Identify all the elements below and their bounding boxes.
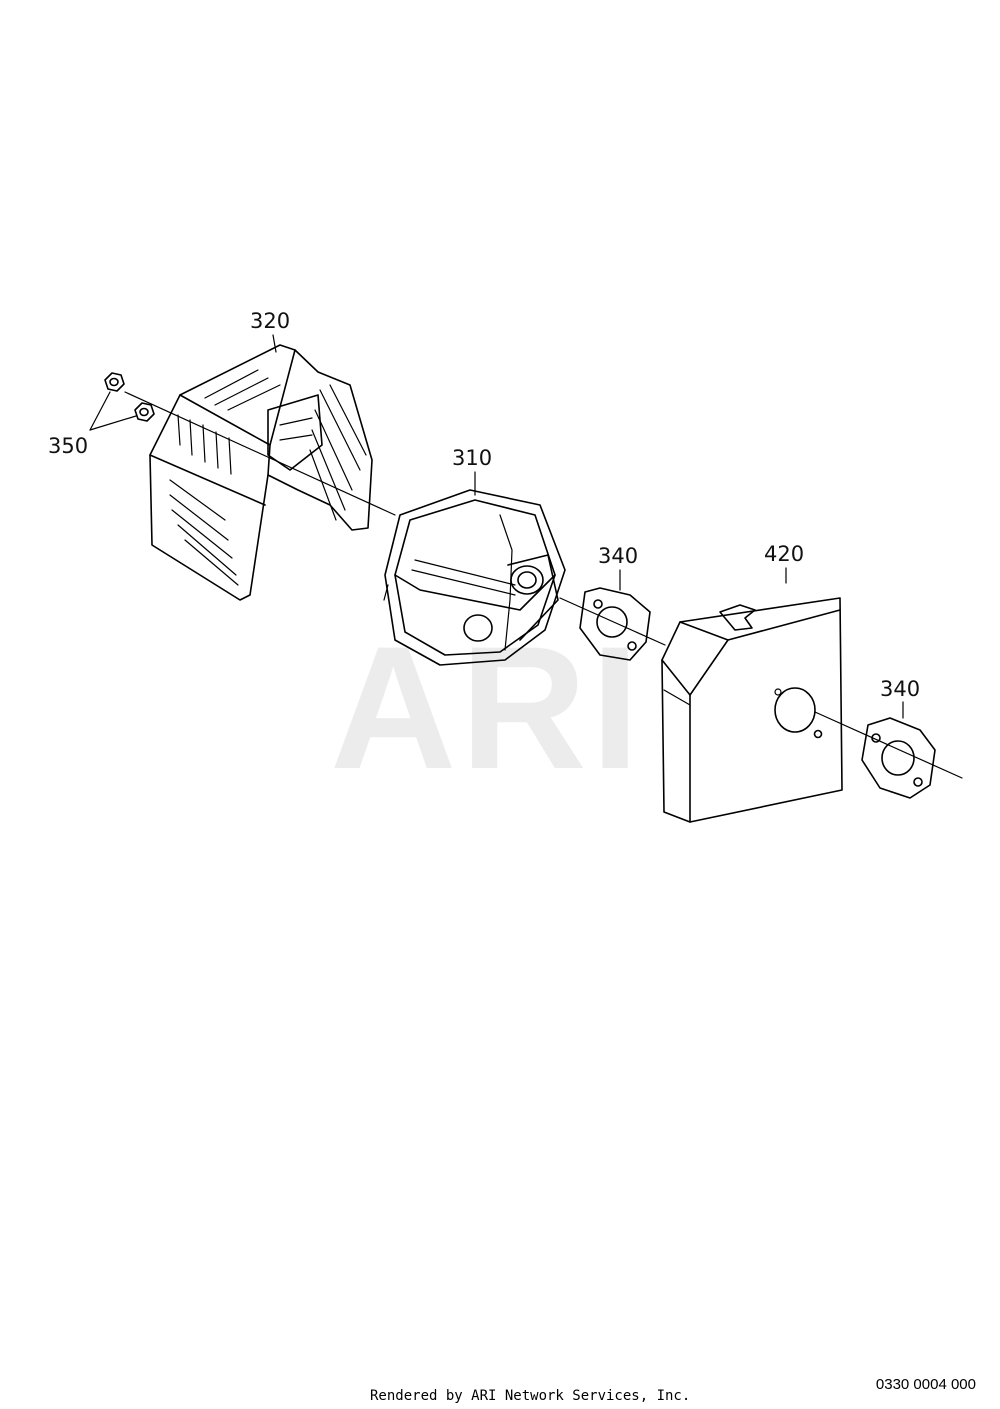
leader-350 — [89, 391, 137, 431]
leader-320 — [272, 334, 277, 353]
diagram-code: 0330 0004 000 — [875, 1376, 976, 1393]
heat-shield-part-320 — [149, 344, 373, 601]
nut-part-350 — [104, 372, 155, 422]
callout-320: 320 — [250, 309, 290, 333]
gasket-part-340-a — [579, 587, 651, 661]
callout-420: 420 — [764, 542, 804, 566]
callout-340-b: 340 — [880, 677, 920, 701]
callout-310: 310 — [452, 446, 492, 470]
callout-350: 350 — [48, 434, 88, 458]
render-credit: Rendered by ARI Network Services, Inc. — [370, 1388, 691, 1404]
gasket-part-340-b — [861, 717, 936, 799]
watermark-logo: ARI — [330, 611, 643, 806]
cover-part-420 — [661, 597, 843, 823]
callout-340-a: 340 — [598, 544, 638, 568]
muffler-part-310 — [383, 489, 566, 666]
